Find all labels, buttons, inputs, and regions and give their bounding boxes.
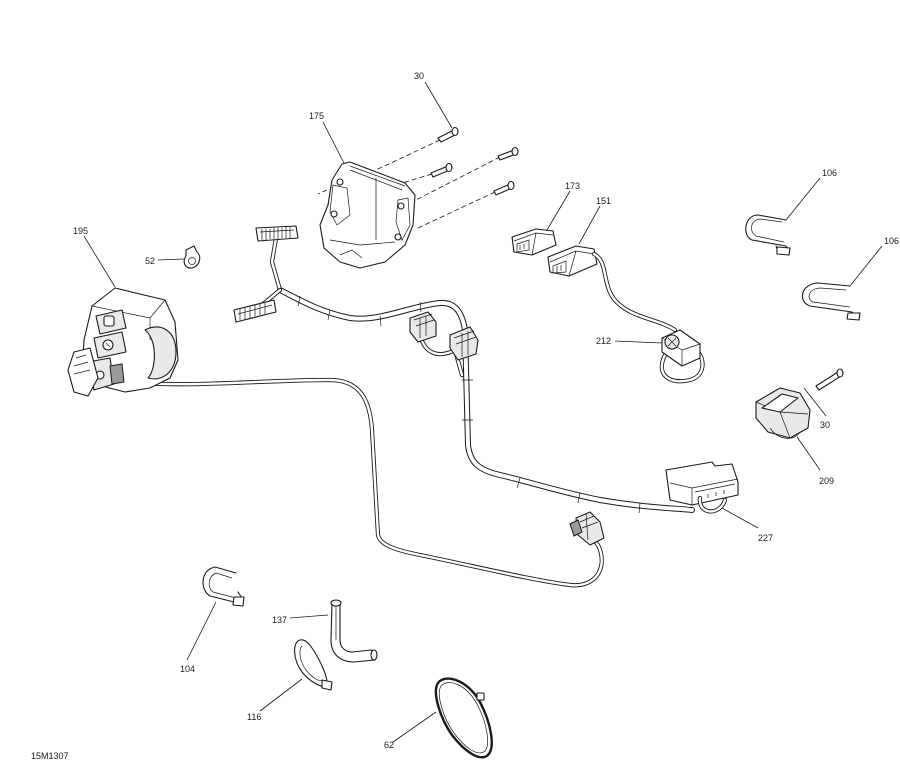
- callout-227-wiring-harness[interactable]: 227: [758, 533, 774, 543]
- callout-106-clip-upper[interactable]: 106: [822, 168, 838, 178]
- leader-lines: [83, 81, 883, 743]
- cable-tie-clip-106-upper: [745, 214, 791, 256]
- cable-tie-clip-106-lower: [801, 282, 861, 321]
- assembly-dashes: [317, 139, 501, 229]
- switch-housing-cover: [319, 161, 416, 269]
- harness-connector-pair: [409, 311, 479, 361]
- screw-icon: [493, 180, 515, 196]
- callout-62-seal-ring[interactable]: 62: [384, 740, 395, 750]
- callout-52-cable-clip[interactable]: 52: [145, 256, 156, 266]
- callout-209-switch-cap[interactable]: 209: [819, 476, 835, 486]
- grommet-116: [294, 639, 333, 691]
- harness-connector-upper: [255, 225, 299, 242]
- callout-106-clip-lower[interactable]: 106: [884, 236, 900, 246]
- hose-137: [330, 599, 378, 663]
- callout-151-connector[interactable]: 151: [596, 196, 612, 206]
- callout-175-housing-cover[interactable]: 175: [309, 111, 325, 121]
- figure-id-label: 15M1307: [31, 751, 69, 761]
- callout-104-clip[interactable]: 104: [180, 664, 196, 674]
- callout-195-switch-assembly[interactable]: 195: [73, 226, 89, 236]
- screw-icon: [815, 368, 844, 391]
- callout-116-grommet[interactable]: 116: [247, 712, 262, 722]
- wiring-harness: [259, 235, 695, 514]
- screw-icon: [437, 126, 459, 143]
- callout-30-screw-right[interactable]: 30: [820, 420, 831, 430]
- harness-connector-lower: [233, 299, 277, 323]
- push-button-switch-212: [659, 329, 705, 384]
- callout-30-screw[interactable]: 30: [414, 71, 425, 81]
- harness-junction-block: [665, 461, 739, 514]
- callout-137-hose[interactable]: 137: [272, 615, 288, 625]
- screw-icon: [497, 146, 519, 161]
- sensor-connector: [122, 377, 605, 588]
- connector-with-lead-151: [547, 245, 678, 333]
- screw-icon: [430, 162, 453, 178]
- callout-212-push-switch[interactable]: 212: [596, 336, 612, 346]
- seal-ring-62: [434, 677, 493, 759]
- switch-cap-209: [755, 387, 811, 439]
- connector-housing-173: [511, 228, 557, 256]
- handlebar-switch-assembly-195: [67, 287, 179, 397]
- callout-173-connector-housing[interactable]: 173: [565, 181, 581, 191]
- clip-104: [202, 566, 245, 607]
- cable-clip-52: [183, 245, 201, 269]
